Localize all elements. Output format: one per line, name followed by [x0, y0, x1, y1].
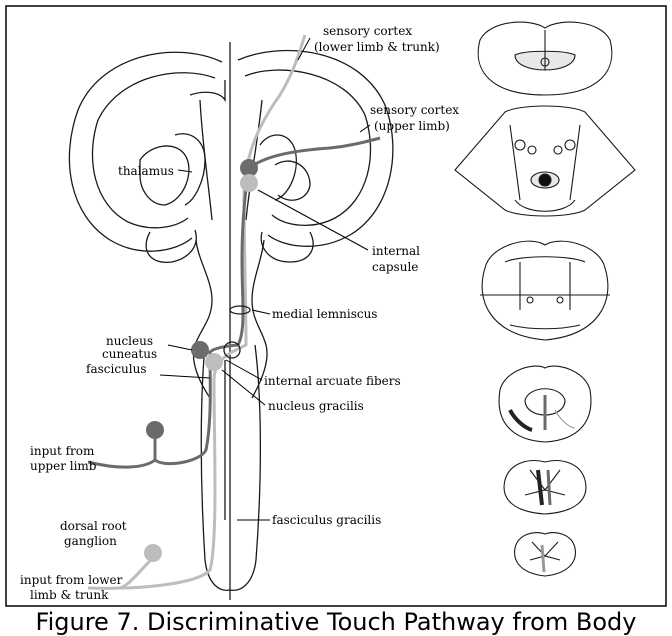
- upper-limb-pathway: [88, 138, 380, 467]
- leader-lines: [160, 38, 370, 520]
- label-fasciculus-gracilis: fasciculus gracilis: [272, 513, 381, 527]
- cross-section-3: [480, 241, 610, 340]
- label-internal-arcuate-fibers: internal arcuate fibers: [264, 374, 401, 388]
- label-input-upper-1: input from: [30, 444, 95, 458]
- cross-section-5: [504, 461, 586, 514]
- label-internal-capsule-1: internal: [372, 244, 420, 258]
- cross-sections: [455, 22, 635, 576]
- label-dorsal-root-ganglion-2: ganglion: [64, 534, 117, 548]
- nucleus-cuneatus-marker: [191, 341, 209, 359]
- cross-section-4: [499, 366, 591, 442]
- label-nucleus-cuneatus-2: cuneatus: [102, 347, 157, 361]
- cross-section-6: [515, 533, 576, 576]
- label-input-lower-2: limb & trunk: [30, 588, 109, 602]
- label-fasciculus: fasciculus: [86, 362, 147, 376]
- label-sensory-cortex-upper-2: (upper limb): [374, 119, 450, 133]
- cross-section-1: [478, 22, 612, 95]
- label-thalamus: thalamus: [118, 164, 174, 178]
- nucleus-gracilis-marker: [205, 353, 223, 371]
- label-medial-lemniscus: medial lemniscus: [272, 307, 377, 321]
- label-nucleus-cuneatus-1: nucleus: [106, 334, 153, 348]
- label-sensory-cortex-lower-2: (lower limb & trunk): [314, 40, 440, 54]
- label-input-lower-1: input from lower: [20, 573, 123, 587]
- label-sensory-cortex-lower-1: sensory cortex: [323, 24, 412, 38]
- label-input-upper-2: upper limb: [30, 459, 97, 473]
- thalamus-nucleus-light: [240, 174, 258, 192]
- label-dorsal-root-ganglion-1: dorsal root: [60, 519, 127, 533]
- figure-caption: Figure 7. Discriminative Touch Pathway f…: [36, 608, 637, 636]
- upper-limb-ganglion: [146, 421, 164, 439]
- dorsal-root-ganglion-marker: [144, 544, 162, 562]
- cross-section-2: [455, 106, 635, 216]
- label-sensory-cortex-upper-1: sensory cortex: [370, 103, 459, 117]
- label-internal-capsule-2: capsule: [372, 260, 418, 274]
- label-nucleus-gracilis: nucleus gracilis: [268, 399, 364, 413]
